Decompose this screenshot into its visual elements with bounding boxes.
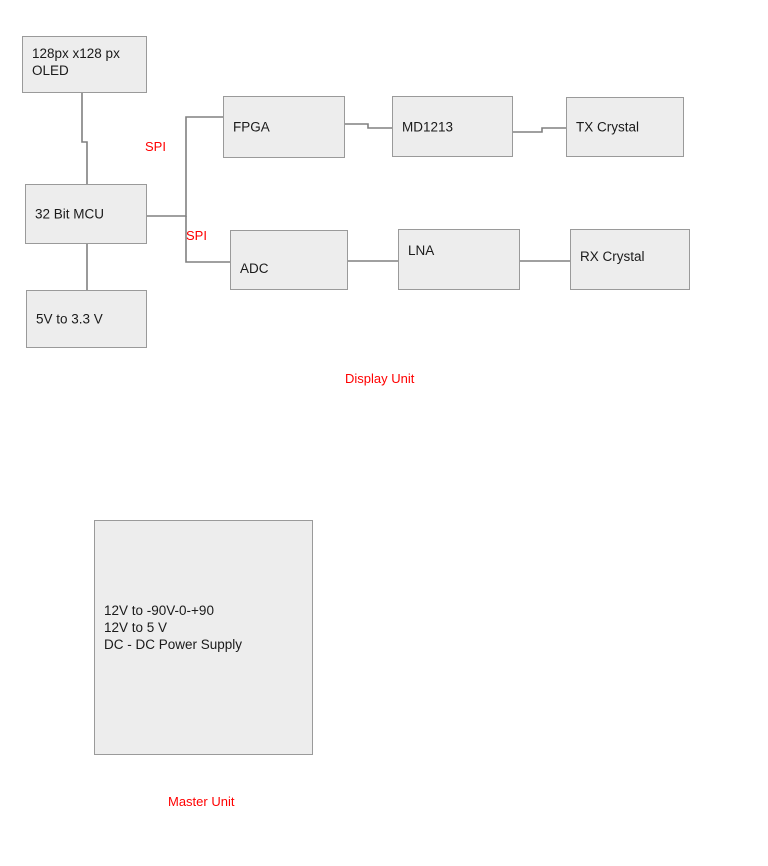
node-lna-label: LNA (408, 243, 435, 258)
node-rx-crystal[interactable]: RX Crystal (570, 229, 690, 290)
node-regulator[interactable]: 5V to 3.3 V (26, 290, 147, 348)
bus-label-spi-top: SPI (145, 139, 166, 154)
node-adc-label: ADC (240, 261, 269, 276)
node-fpga[interactable]: FPGA (223, 96, 345, 158)
node-tx-crystal[interactable]: TX Crystal (566, 97, 684, 157)
node-md1213-label: MD1213 (402, 119, 454, 134)
node-oled-label: 128px x128 px OLED (32, 46, 120, 78)
node-regulator-label: 5V to 3.3 V (36, 311, 103, 327)
node-oled[interactable]: 128px x128 px OLED (22, 36, 147, 93)
wire-mcu-to-fpga-spi (147, 116, 223, 217)
node-adc[interactable]: ADC (230, 230, 348, 290)
wire-md1213-to-tx-crystal (513, 127, 566, 133)
node-md1213[interactable]: MD1213 (392, 96, 513, 157)
node-mcu-label: 32 Bit MCU (35, 206, 105, 222)
wire-fpga-to-md1213 (345, 123, 392, 129)
wire-oled-to-mcu (81, 93, 88, 184)
node-power-supply-label: 12V to -90V-0-+90 12V to 5 V DC - DC Pow… (104, 603, 243, 652)
caption-master-unit: Master Unit (168, 794, 235, 809)
node-fpga-label: FPGA (233, 119, 270, 135)
node-power-supply[interactable]: 12V to -90V-0-+90 12V to 5 V DC - DC Pow… (94, 520, 313, 755)
bus-label-spi-bottom: SPI (186, 228, 207, 243)
node-tx-crystal-label: TX Crystal (576, 119, 640, 135)
node-mcu[interactable]: 32 Bit MCU (25, 184, 147, 244)
node-rx-crystal-label: RX Crystal (580, 249, 645, 264)
caption-display-unit: Display Unit (345, 371, 415, 386)
node-lna[interactable]: LNA (398, 229, 520, 290)
